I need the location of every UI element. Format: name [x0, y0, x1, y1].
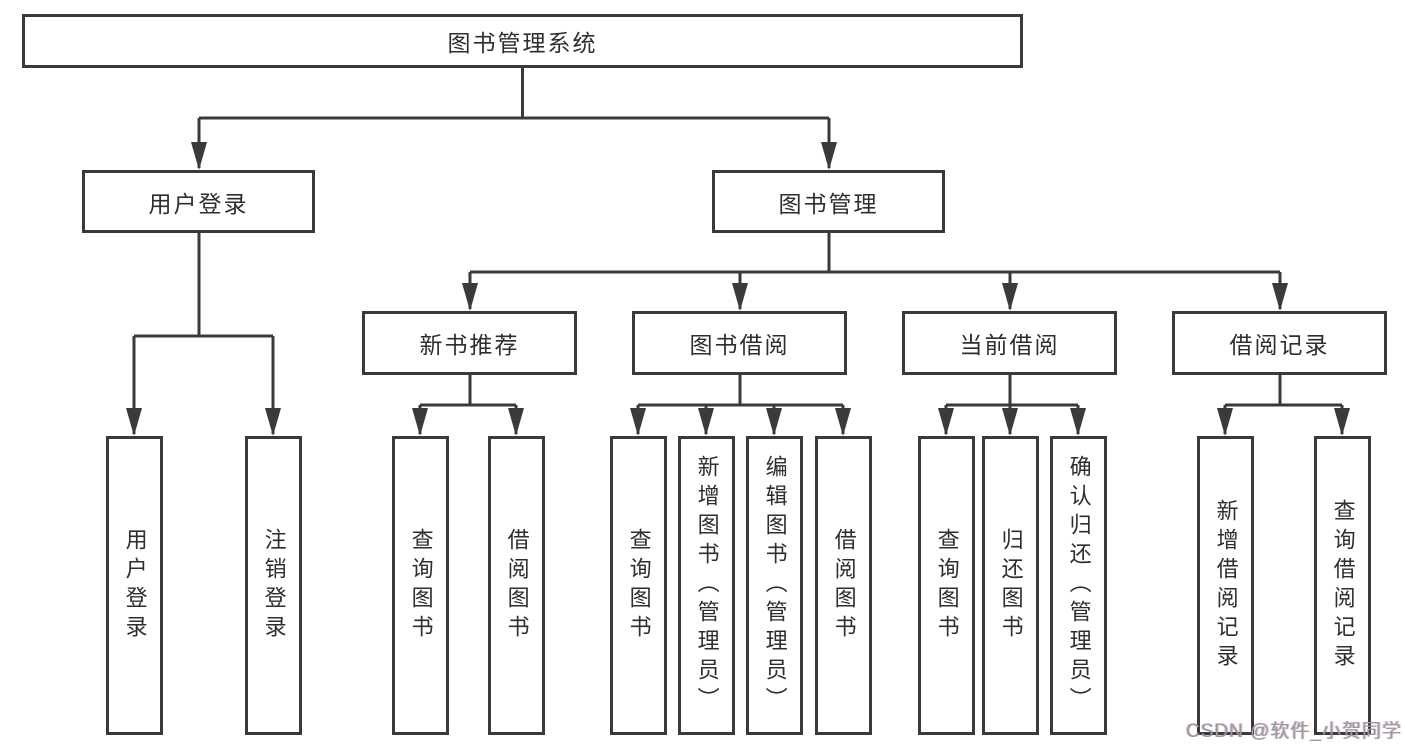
node-label: 图书管理 [778, 190, 879, 217]
connector-new-book-recommend-to-leaves [412, 375, 524, 436]
node-label: 确认归还（管理员） [1066, 455, 1092, 716]
leaf-borrow-books-recommend: 借阅图书 [488, 436, 545, 735]
node-label: 归还图书 [998, 527, 1024, 644]
node-label: 借阅记录 [1229, 332, 1330, 358]
leaf-logout: 注销登录 [245, 436, 302, 735]
connector-borrow-records-to-leaves [1217, 375, 1350, 436]
leaf-edit-book-admin: 编辑图书（管理员） [746, 436, 803, 735]
leaf-query-books-current: 查询图书 [918, 436, 975, 735]
node-new-book-recommend: 新书推荐 [362, 311, 577, 375]
connector-root-to-level2 [191, 68, 837, 170]
leaf-return-book: 归还图书 [982, 436, 1039, 735]
node-label: 查询图书 [626, 527, 652, 644]
node-label: 图书借阅 [689, 332, 790, 358]
node-book-borrow: 图书借阅 [632, 311, 847, 375]
node-label: 新书推荐 [419, 332, 520, 358]
node-label: 查询图书 [934, 527, 960, 644]
connector-current-borrow-to-leaves [938, 375, 1086, 436]
connector-user-login-to-leaves [126, 233, 281, 436]
leaf-query-books-borrow: 查询图书 [610, 436, 667, 735]
node-label: 图书管理系统 [447, 30, 598, 56]
leaf-confirm-return-admin: 确认归还（管理员） [1050, 436, 1107, 735]
leaf-query-borrow-record: 查询借阅记录 [1314, 436, 1371, 735]
node-label: 编辑图书（管理员） [762, 455, 788, 716]
node-borrow-records: 借阅记录 [1172, 311, 1387, 375]
watermark: CSDN @软件_小贺同学 [1186, 721, 1402, 742]
node-label: 借阅图书 [831, 527, 857, 644]
node-root: 图书管理系统 [22, 14, 1023, 68]
leaf-add-borrow-record: 新增借阅记录 [1197, 436, 1254, 735]
node-label: 新增借阅记录 [1213, 498, 1239, 673]
node-current-borrow: 当前借阅 [902, 311, 1117, 375]
node-label: 借阅图书 [504, 527, 530, 644]
leaf-add-book-admin: 新增图书（管理员） [678, 436, 735, 735]
node-label: 用户登录 [148, 190, 249, 217]
node-label: 用户登录 [122, 527, 148, 644]
node-label: 新增图书（管理员） [694, 455, 720, 716]
node-label: 查询图书 [408, 527, 434, 644]
connector-book-management-to-level3 [462, 233, 1288, 311]
node-label: 注销登录 [261, 527, 287, 644]
node-user-login: 用户登录 [82, 170, 315, 233]
node-label: 查询借阅记录 [1330, 498, 1356, 673]
node-book-management: 图书管理 [712, 170, 945, 233]
leaf-user-login: 用户登录 [106, 436, 163, 735]
leaf-borrow-books-borrow: 借阅图书 [815, 436, 872, 735]
leaf-query-books-recommend: 查询图书 [392, 436, 449, 735]
connector-book-borrow-to-leaves [630, 375, 851, 436]
node-label: 当前借阅 [959, 332, 1060, 358]
